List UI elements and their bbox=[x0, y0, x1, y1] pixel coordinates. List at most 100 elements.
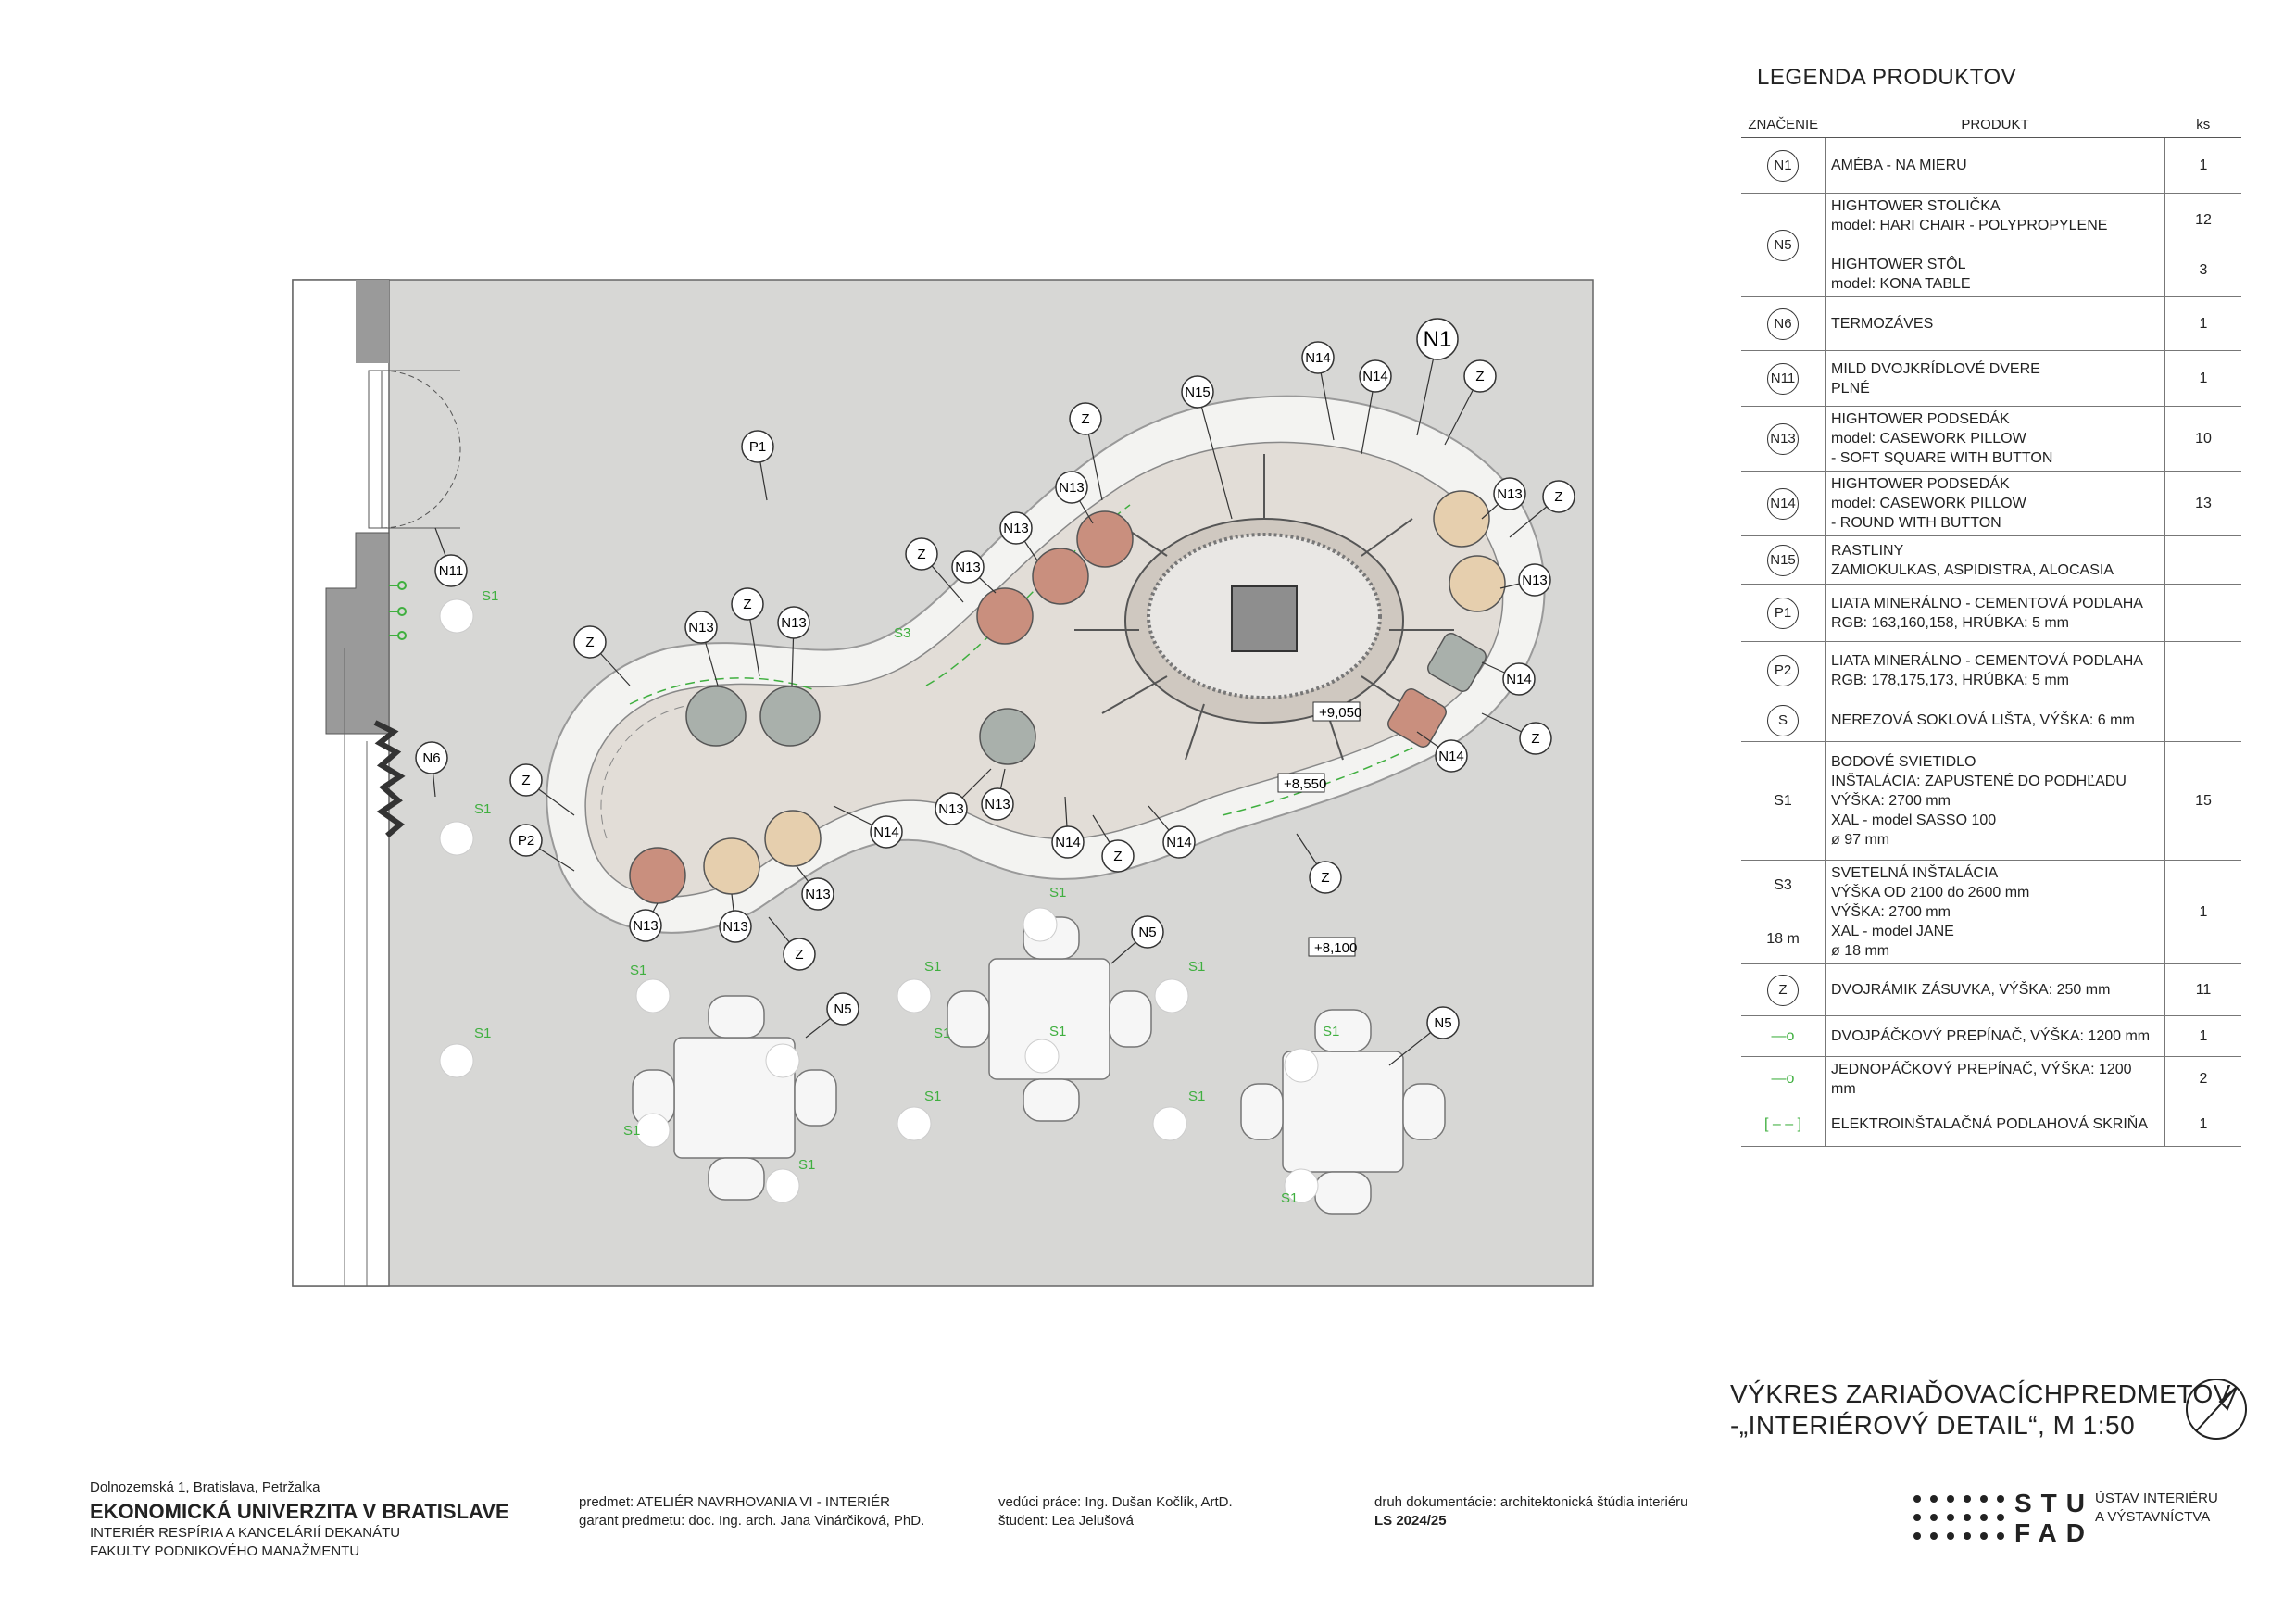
legend-code: P2 bbox=[1741, 641, 1826, 699]
level-9050: +9,050 bbox=[1319, 705, 1361, 721]
callout-label: Z bbox=[743, 597, 751, 612]
callout-label: N11 bbox=[439, 563, 463, 579]
legend-product-line: model: HARI CHAIR - POLYPROPYLENE bbox=[1831, 218, 2108, 233]
callout-label: N14 bbox=[1305, 350, 1331, 366]
callout-circle bbox=[801, 877, 834, 911]
callout-label: N13 bbox=[985, 797, 1010, 812]
callout-circle bbox=[1181, 375, 1214, 409]
legend-code-tag: N11 bbox=[1767, 362, 1799, 395]
light-label: S1 bbox=[1323, 1024, 1339, 1039]
callout-circle bbox=[1518, 563, 1551, 597]
institute: ÚSTAV INTERIÉRU A VÝSTAVNÍCTVA bbox=[2095, 1490, 2218, 1527]
legend-code: S3 18 m bbox=[1741, 860, 1826, 964]
s1-lights bbox=[439, 598, 1319, 1203]
legend-code-tag: P1 bbox=[1767, 597, 1799, 629]
legend-header-code: ZNAČENIE bbox=[1741, 111, 1826, 138]
callout-circle bbox=[905, 537, 938, 571]
callout-label: N14 bbox=[1055, 835, 1081, 850]
callout-label: N13 bbox=[1497, 486, 1523, 502]
air-curtain-n6 bbox=[373, 720, 406, 838]
legend-product-line: INŠTALÁCIA: ZAPUSTENÉ DO PODHĽADU bbox=[1831, 774, 2127, 789]
switch-icon: —o bbox=[1771, 1071, 1795, 1087]
legend-product-line: - SOFT SQUARE WITH BUTTON bbox=[1831, 450, 2053, 466]
legend-product-line bbox=[1831, 235, 2159, 255]
callout-circle bbox=[1542, 480, 1575, 513]
callout-circle bbox=[434, 554, 468, 587]
legend-code: N14 bbox=[1741, 471, 1826, 536]
legend-product-line: XAL - model SASSO 100 bbox=[1831, 812, 1997, 828]
drawing-title-line2: -„INTERIÉROVÝ DETAIL“, M 1:50 bbox=[1730, 1411, 2136, 1440]
wall-pier bbox=[325, 532, 390, 735]
legend-code: S bbox=[1741, 699, 1826, 742]
light-label: S1 bbox=[934, 1026, 950, 1041]
light-label: S1 bbox=[1188, 959, 1205, 975]
legend-code: [ ‒ ‒ ] bbox=[1741, 1102, 1826, 1147]
light-label: S1 bbox=[1049, 885, 1066, 900]
legend-product: NEREZOVÁ SOKLOVÁ LIŠTA, VÝŠKA: 6 mm bbox=[1825, 699, 2165, 742]
light-label: S1 bbox=[1281, 1190, 1298, 1206]
light-label: S1 bbox=[474, 1026, 491, 1041]
legend-qty: 1 bbox=[2164, 296, 2241, 351]
legend-code-tag: S bbox=[1767, 704, 1799, 736]
callout-circle bbox=[1463, 359, 1497, 393]
legend-qty: 10 bbox=[2164, 406, 2241, 472]
legend-code: —o bbox=[1741, 1056, 1826, 1102]
legend-product-line: - ROUND WITH BUTTON bbox=[1831, 515, 2001, 531]
callout-circle bbox=[999, 511, 1033, 545]
legend-code-extra: 18 m bbox=[1766, 930, 1800, 947]
institute-line2: A VÝSTAVNÍCTVA bbox=[2095, 1509, 2211, 1525]
legend-product-line: HIGHTOWER PODSEDÁK bbox=[1831, 476, 2010, 492]
callout-circle bbox=[719, 910, 752, 943]
door-n11[interactable] bbox=[368, 370, 461, 529]
level-marks: +9,050 +8,550 +8,100 bbox=[1277, 701, 1361, 957]
callout-label: N5 bbox=[1138, 925, 1156, 940]
light-label: S3 bbox=[894, 625, 910, 641]
legend-code-tag: S3 bbox=[1774, 876, 1792, 893]
callout-label: N13 bbox=[1059, 480, 1085, 496]
callout-label: N14 bbox=[1438, 749, 1464, 764]
callout-circle bbox=[1416, 318, 1459, 360]
drawing-title-line1: VÝKRES ZARIAĎOVACÍCHPREDMETOV bbox=[1730, 1379, 2231, 1408]
table-group bbox=[632, 916, 1446, 1215]
doctype: druh dokumentácie: architektonická štúdi… bbox=[1374, 1494, 1688, 1510]
callout-circle bbox=[573, 625, 607, 659]
legend-title: LEGENDA PRODUKTOV bbox=[1757, 65, 2017, 90]
legend-product-line: VÝŠKA: 2700 mm bbox=[1831, 904, 1951, 920]
footer-people: vedúci práce: Ing. Dušan Kočlík, ArtD. š… bbox=[998, 1493, 1233, 1530]
callout-circle bbox=[1055, 471, 1088, 504]
light-label: S1 bbox=[1049, 1024, 1066, 1039]
callout-circle bbox=[684, 611, 718, 644]
callout-circle bbox=[951, 550, 985, 584]
callout-circle bbox=[509, 824, 543, 857]
legend-product-line: HIGHTOWER STOLIČKA bbox=[1831, 198, 2001, 214]
footer-subject: predmet: ATELIÉR NAVRHOVANIA VI - INTERI… bbox=[579, 1493, 924, 1530]
legend-qty: 1 bbox=[2164, 1015, 2241, 1057]
legend-product-line: RGB: 163,160,158, HRÚBKA: 5 mm bbox=[1831, 614, 2069, 631]
legend-code: S1 bbox=[1741, 741, 1826, 861]
callout-circle bbox=[1493, 477, 1526, 510]
callout-circle bbox=[1101, 839, 1135, 873]
subject: predmet: ATELIÉR NAVRHOVANIA VI - INTERI… bbox=[579, 1494, 890, 1510]
project-line1: INTERIÉR RESPÍRIA A KANCELÁRIÍ DEKANÁTU bbox=[90, 1525, 401, 1541]
callout-circle bbox=[935, 792, 968, 825]
callout-circle bbox=[1162, 825, 1196, 859]
legend-product-line: LIATA MINERÁLNO - CEMENTOVÁ PODLAHA bbox=[1831, 652, 2143, 669]
stu-dots-logo-icon bbox=[1913, 1495, 2004, 1540]
light-label: S1 bbox=[482, 588, 498, 604]
legend-code: P1 bbox=[1741, 584, 1826, 642]
callout-label: Z bbox=[1081, 411, 1089, 427]
semester: LS 2024/25 bbox=[1374, 1513, 1447, 1529]
legend-row: [ ‒ ‒ ]ELEKTROINŠTALAČNÁ PODLAHOVÁ SKRIŇ… bbox=[1741, 1102, 2241, 1147]
light-label: S1 bbox=[623, 1123, 640, 1139]
drawing-title: VÝKRES ZARIAĎOVACÍCHPREDMETOV -„INTERIÉR… bbox=[1730, 1379, 2231, 1441]
callout-label: N15 bbox=[1185, 384, 1211, 400]
